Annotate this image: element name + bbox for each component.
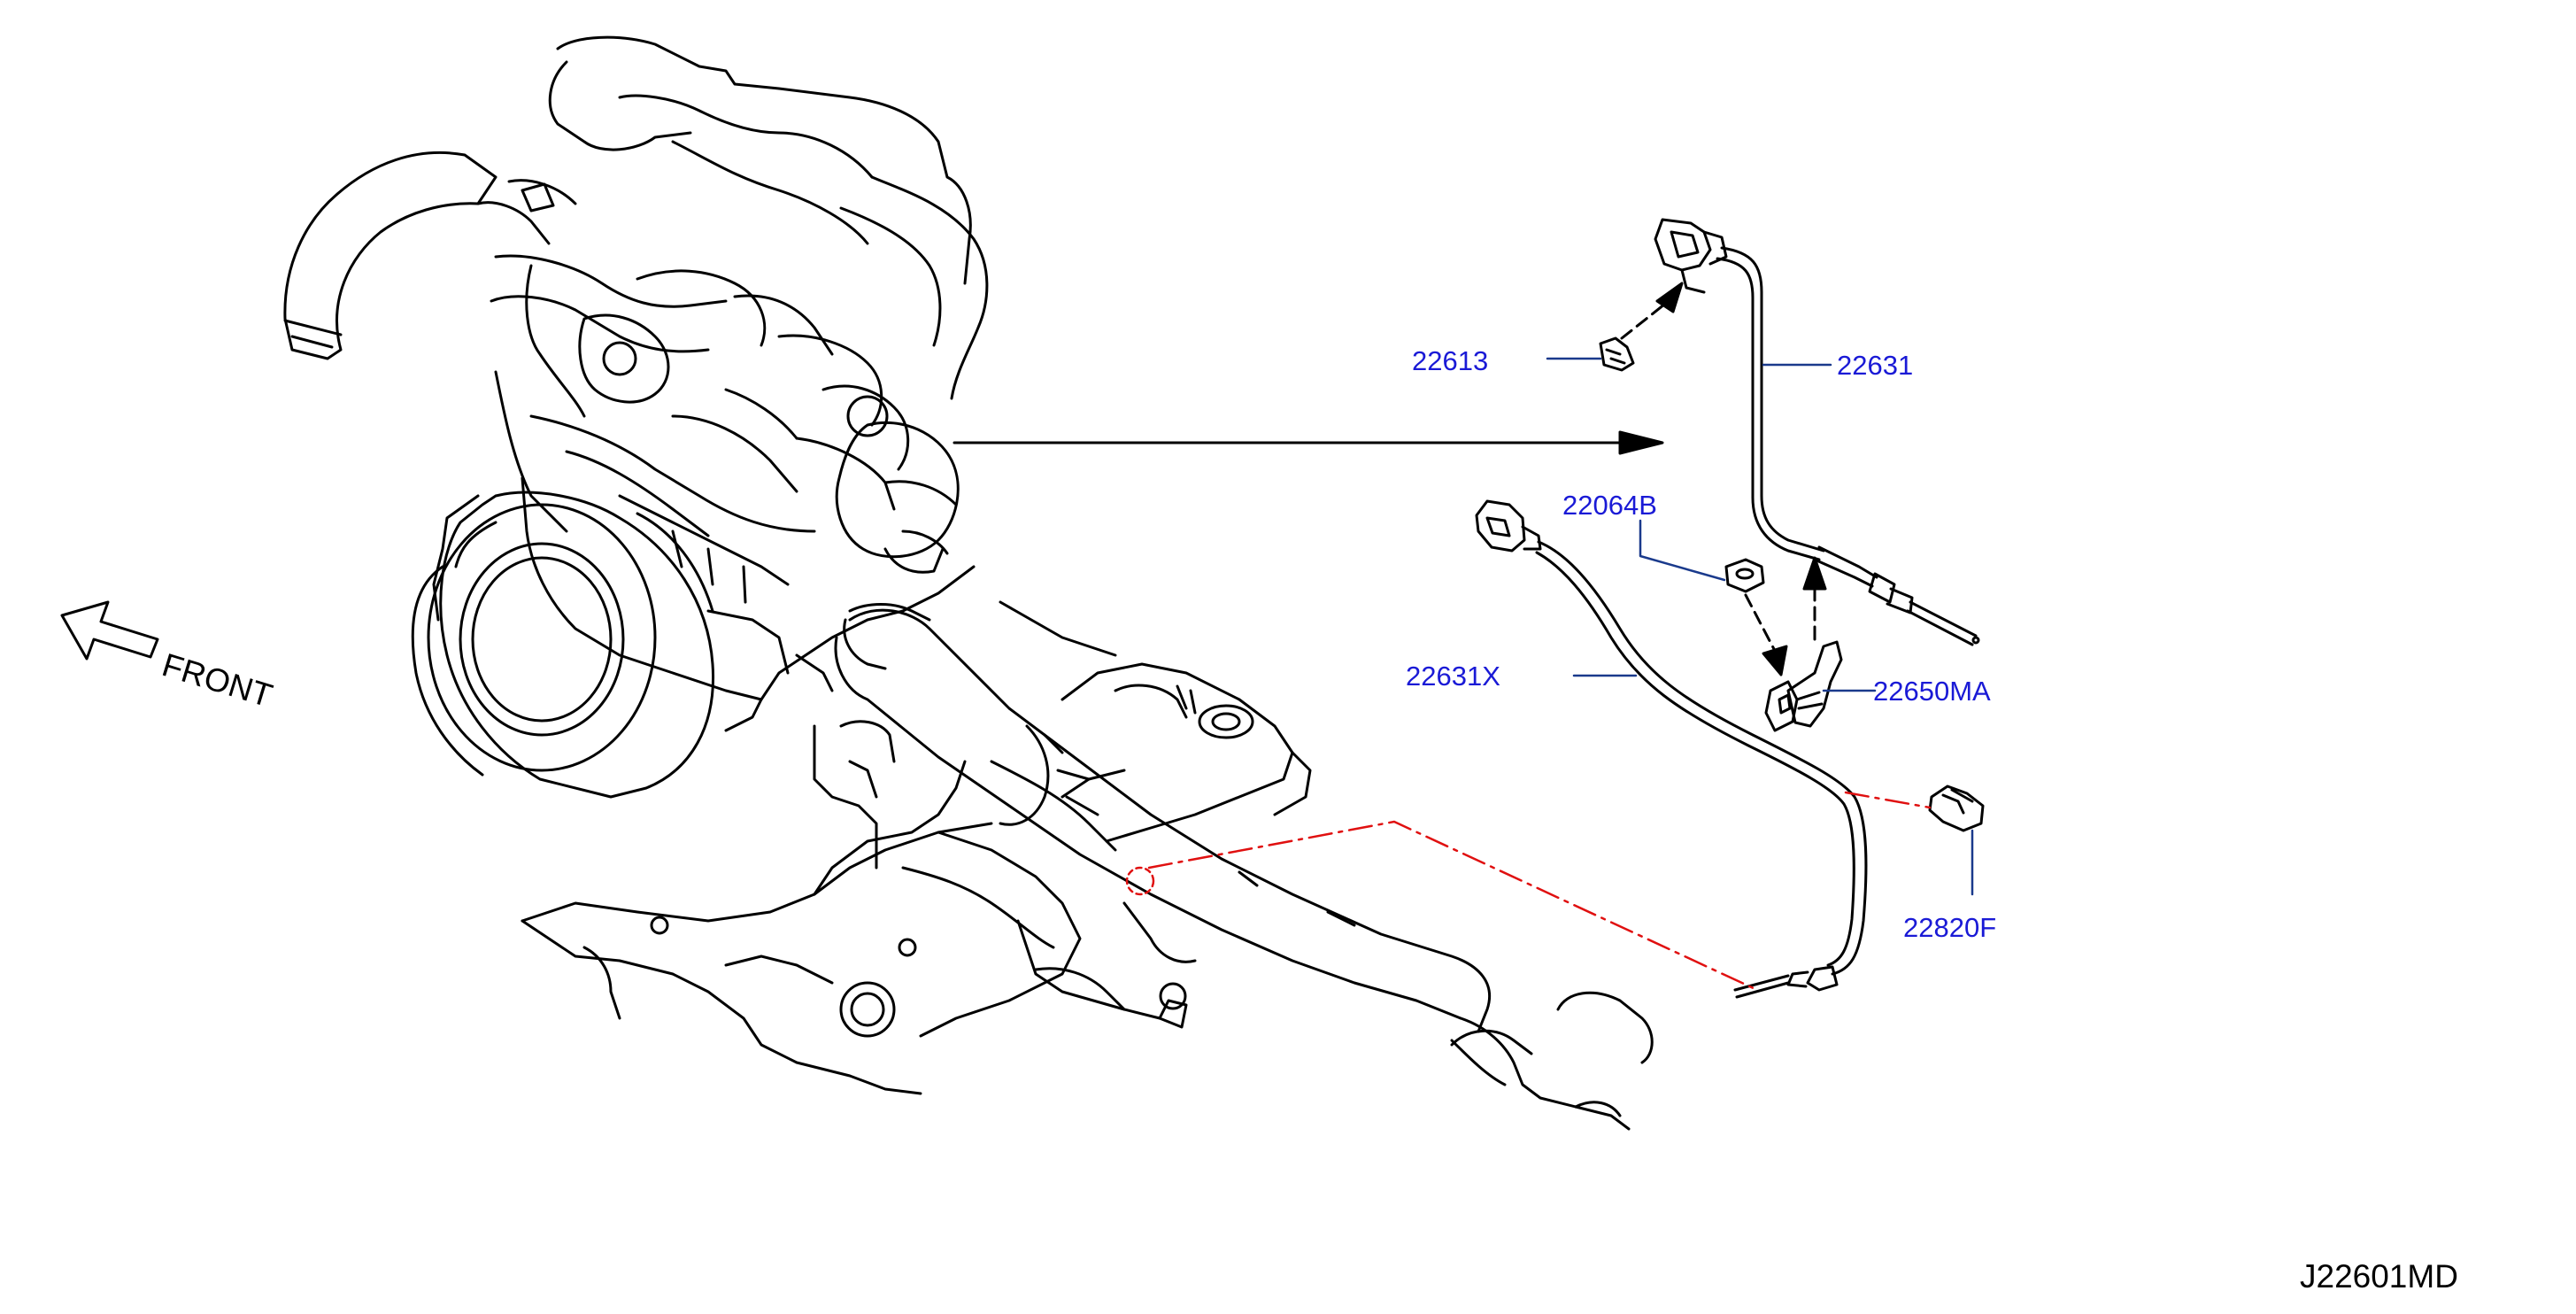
diagram-reference-id: J22601MD	[2300, 1258, 2458, 1295]
sensor-22631	[1654, 218, 1980, 646]
part-label-22064b: 22064B	[1562, 490, 1657, 521]
grommet-arrow	[1620, 282, 1684, 340]
sensor-22631x	[1475, 499, 1868, 999]
part-label-22631x: 22631X	[1406, 661, 1500, 692]
front-arrow-icon	[60, 600, 159, 661]
nut-22064b	[1724, 558, 1765, 593]
part-label-22650ma: 22650MA	[1873, 676, 1991, 707]
part-label-22613: 22613	[1412, 345, 1489, 376]
part-label-22631: 22631	[1837, 350, 1914, 381]
bracket-arrow	[1802, 556, 1827, 641]
bracket-22650ma	[1764, 640, 1843, 732]
subframe	[521, 600, 1312, 1095]
grommet-22613	[1599, 336, 1635, 372]
exhaust-assembly	[834, 603, 1654, 1131]
exploded-view-arrow	[953, 430, 1664, 455]
leader-lines	[1546, 357, 1974, 896]
nut-arrow	[1744, 593, 1788, 676]
clip-22820f	[1928, 785, 1985, 832]
location-callout	[1125, 791, 1932, 992]
part-label-22820f: 22820F	[1903, 912, 1997, 943]
engine-assembly	[283, 35, 989, 799]
harness-routing	[901, 760, 1188, 1029]
